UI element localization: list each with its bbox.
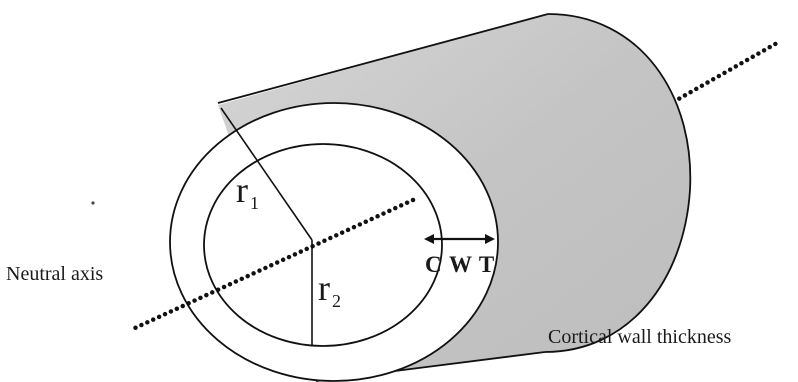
cwt-dimension-arrow [424,234,495,244]
cwt-label: C W T [425,252,495,277]
stray-dot [91,201,95,205]
cylinder-back-edge [544,13,692,353]
r1-letter: r [236,170,248,210]
neutral-axis-far-segment [665,40,780,108]
r2-letter: r [318,268,330,308]
cortical-wall-thickness-label: Cortical wall thickness [548,326,732,348]
r2-subscript: 2 [332,291,341,311]
inner-cavity-ellipse [203,143,443,347]
neutral-axis-near-segment [132,197,416,331]
neutral-axis-label: Neutral axis [6,263,103,285]
r1-subscript: 1 [250,193,259,213]
cylinder-top-edge [217,13,549,104]
radius-r1-line [220,107,313,241]
